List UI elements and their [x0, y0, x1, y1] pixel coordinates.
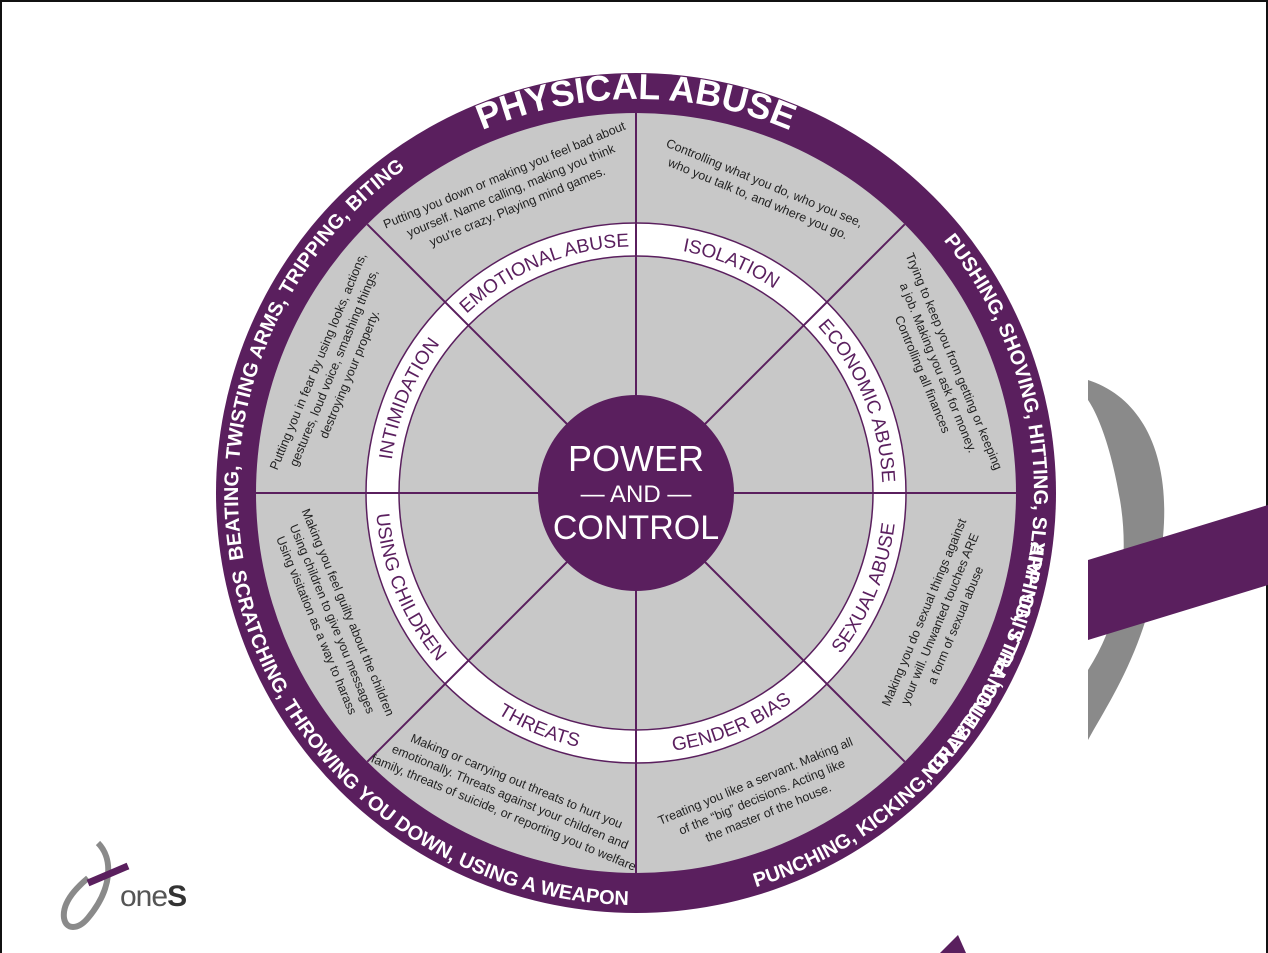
center-title-power: POWER	[568, 438, 704, 479]
divider-line	[366, 560, 569, 763]
brand-wordmark: oneS	[120, 880, 187, 914]
brand-text: one	[120, 880, 168, 913]
center-title-control: CONTROL	[553, 509, 719, 547]
divider-line	[703, 560, 906, 763]
background-logo-purple-bar	[1088, 505, 1268, 640]
center-title-and: — AND —	[581, 481, 692, 508]
center-circle	[538, 395, 734, 591]
brand-logo-icon	[60, 840, 130, 930]
background-logo-purple-fragment	[940, 935, 966, 953]
brand-cut-letter: S	[167, 880, 187, 913]
divider-line	[703, 223, 906, 426]
divider-line	[366, 223, 569, 426]
